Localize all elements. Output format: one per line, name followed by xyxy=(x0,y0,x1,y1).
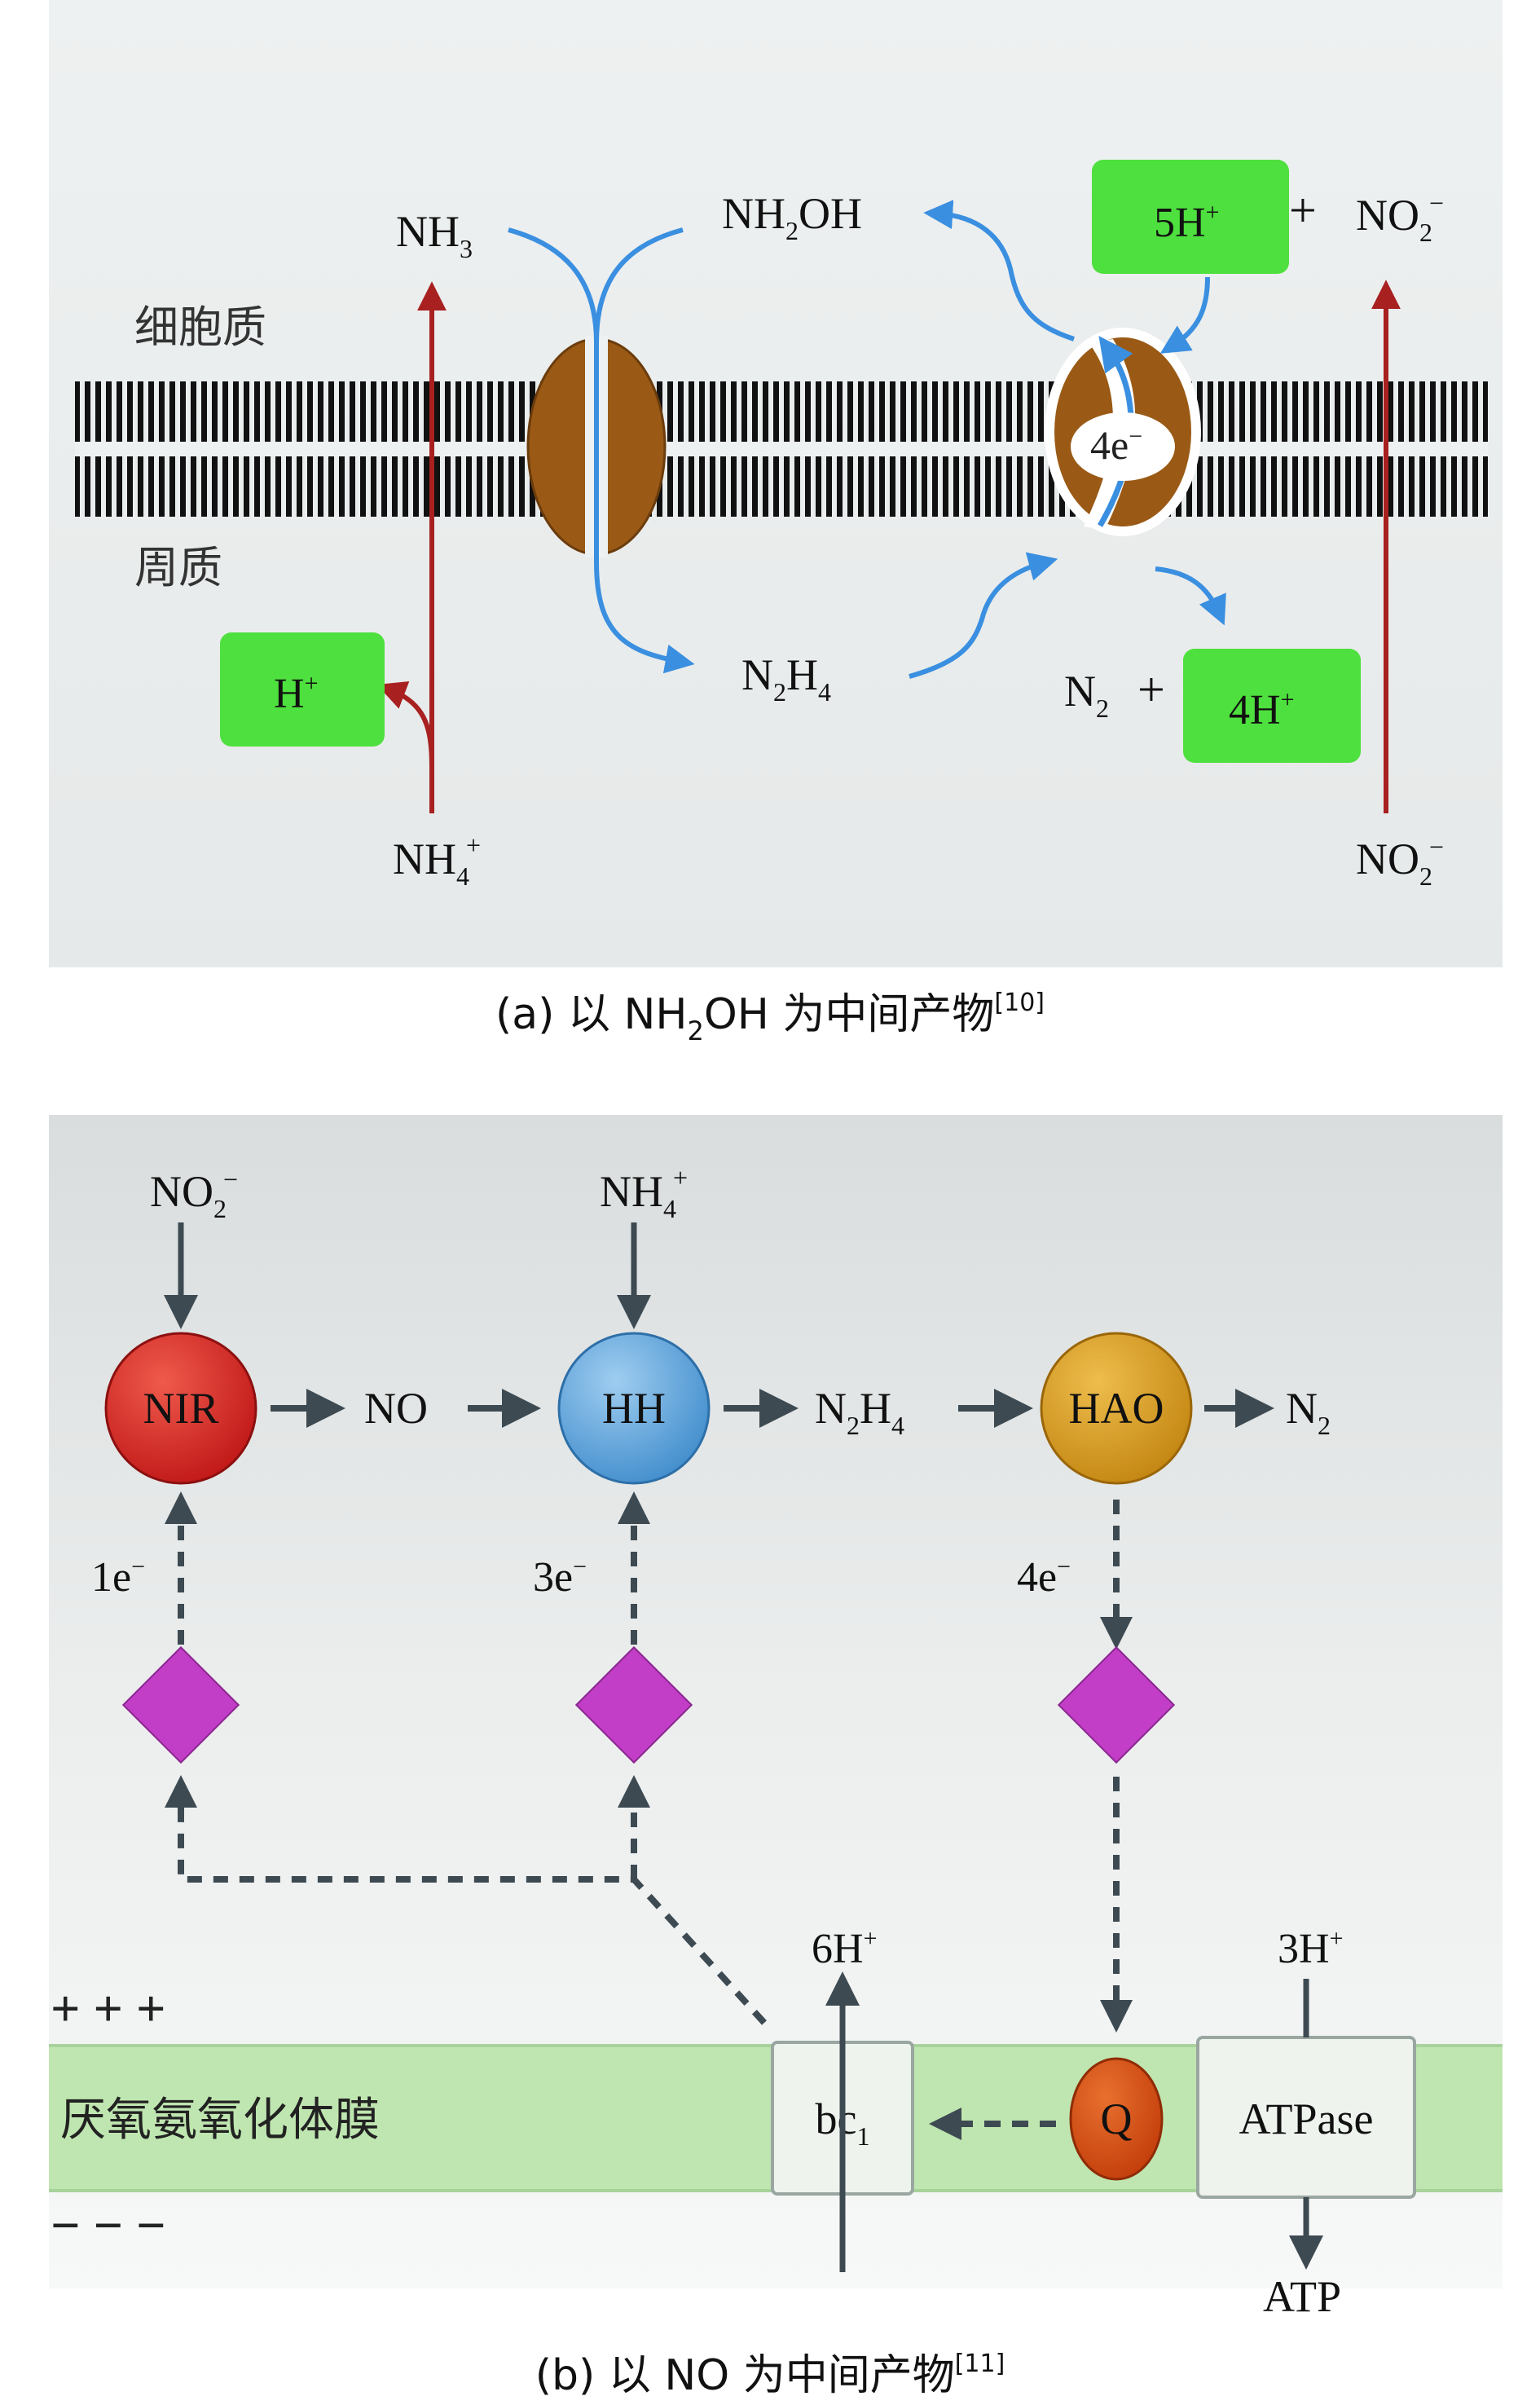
bc1-label: bc1 xyxy=(816,2094,870,2151)
cytochrome-diamond-3 xyxy=(1057,1645,1176,1764)
hh-node xyxy=(557,1332,711,1485)
electron-label-1e: 1e− xyxy=(91,1553,145,1601)
label-n2h4-b: N2H4 xyxy=(815,1384,904,1440)
label-n2h4: N2H4 xyxy=(741,650,831,707)
box-4h xyxy=(1183,649,1361,763)
nir-node xyxy=(104,1332,257,1485)
label-h-plus: H+ xyxy=(274,670,318,717)
cytoplasm-label: 细胞质 xyxy=(134,302,266,353)
membrane-plus-signs: + + + xyxy=(51,1980,165,2037)
lipid-bilayer xyxy=(75,381,1488,517)
dashed-line-bc1-branch xyxy=(165,1775,767,2025)
electron-label-4e: 4e− xyxy=(1090,422,1142,468)
arrow-hdh-to-nh2oh xyxy=(923,200,1075,341)
proton-release-arrow xyxy=(376,681,434,767)
label-no: NO xyxy=(364,1384,428,1433)
label-nh2oh: NH2OH xyxy=(722,189,862,245)
electron-label-4e-b: 4e− xyxy=(1017,1553,1071,1601)
cytochrome-diamond-2 xyxy=(574,1645,693,1764)
atpase-label: ATPase xyxy=(1239,2094,1374,2143)
quinone-q xyxy=(1069,2057,1164,2181)
caption-b: (b) 以 NO 为中间产物[11] xyxy=(535,2350,1005,2400)
label-nh4-input: NH4+ xyxy=(600,1163,688,1223)
plus-sign-top: + xyxy=(1289,183,1317,237)
box-5h xyxy=(1092,160,1289,274)
hao-label: HAO xyxy=(1069,1384,1164,1433)
label-3h: 3H+ xyxy=(1278,1925,1343,1972)
label-no2-input: NO2− xyxy=(150,1165,238,1223)
label-no2-bottom: NO2− xyxy=(1356,832,1444,891)
periplasm-label: 周质 xyxy=(134,542,222,593)
arrow-5h-to-hdh xyxy=(1159,276,1210,354)
label-no2-top: NO2− xyxy=(1356,188,1444,247)
label-n2-b: N2 xyxy=(1286,1384,1331,1440)
arrow-n2h4-to-hdh xyxy=(909,552,1058,679)
electron-label-3e: 3e− xyxy=(533,1553,587,1601)
transport-arrow-to-nh3 xyxy=(508,227,599,343)
box-h-plus xyxy=(220,632,385,747)
cytochrome-diamond-1 xyxy=(121,1645,240,1764)
q-label: Q xyxy=(1101,2094,1133,2143)
label-atp: ATP xyxy=(1263,2272,1341,2321)
arrow-hdh-to-4h xyxy=(1155,566,1226,626)
label-6h: 6H+ xyxy=(812,1925,877,1972)
label-nh3: NH3 xyxy=(396,207,473,263)
hh-label: HH xyxy=(602,1384,666,1433)
label-nh4: NH4+ xyxy=(393,830,481,891)
hao-node xyxy=(1040,1332,1193,1485)
membrane-minus-signs: − − − xyxy=(51,2196,165,2254)
plus-sign-bottom: + xyxy=(1137,663,1165,716)
label-5h: 5H+ xyxy=(1154,199,1219,246)
transport-arrow-to-nh2oh xyxy=(594,227,684,343)
panel-a: 细胞质 周质 4e− xyxy=(49,0,1503,967)
panel-b: 厌氧氨氧化体膜 + + + − − − NO2− NH4+ NIR HH HAO… xyxy=(49,1115,1503,2321)
membrane-label: 厌氧氨氧化体膜 xyxy=(60,2094,380,2147)
hdh-enzyme-protein xyxy=(1045,328,1201,536)
transport-arrow-to-n2h4 xyxy=(594,562,695,674)
label-n2: N2 xyxy=(1064,667,1109,723)
nir-label: NIR xyxy=(143,1384,219,1433)
label-4h: 4H+ xyxy=(1229,686,1294,733)
caption-a: (a) 以 NH2OH 为中间产物[10] xyxy=(495,989,1045,1046)
